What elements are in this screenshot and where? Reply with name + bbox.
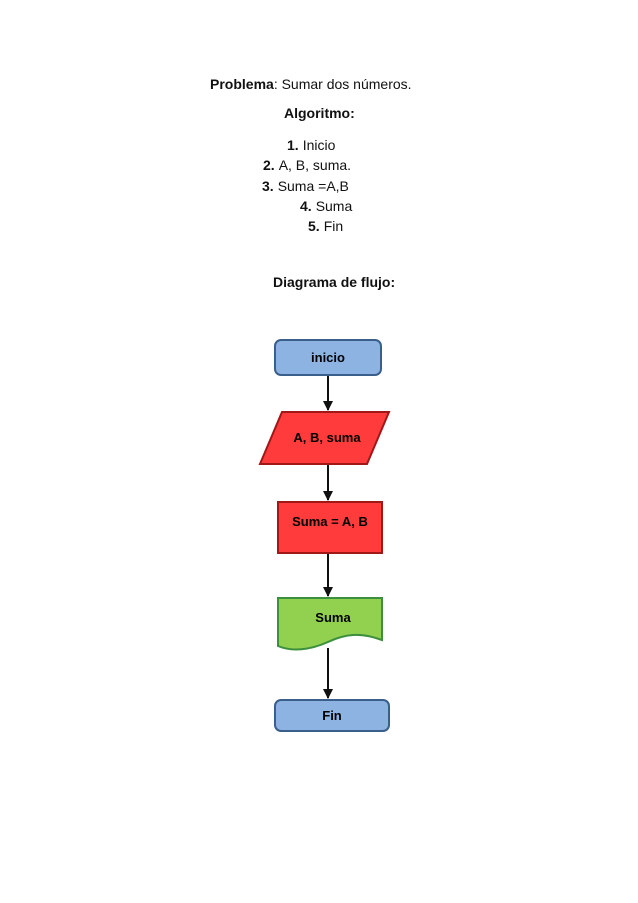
step-text: Suma bbox=[315, 198, 353, 214]
node-input-label: A, B, suma bbox=[293, 430, 361, 445]
node-process-shape bbox=[277, 501, 383, 554]
step-number: 2. bbox=[263, 157, 275, 173]
algorithm-step: 2.A, B, suma. bbox=[263, 157, 351, 173]
problem-text: : Sumar dos números. bbox=[273, 76, 412, 92]
node-start-label: inicio bbox=[311, 350, 345, 365]
flow-node-start: inicio bbox=[274, 339, 382, 376]
flowchart-heading: Diagrama de flujo: bbox=[273, 274, 396, 290]
step-number: 1. bbox=[287, 137, 299, 153]
algorithm-step: 3.Suma =A,B bbox=[262, 178, 349, 194]
problem-statement: Problema: Sumar dos números. bbox=[210, 76, 412, 92]
node-output-label: Suma bbox=[315, 610, 351, 625]
algorithm-step: 4.Suma bbox=[300, 198, 352, 214]
flow-node-end: Fin bbox=[274, 699, 390, 732]
problem-label: Problema bbox=[210, 76, 274, 92]
flow-node-input: A, B, suma bbox=[258, 411, 391, 465]
algorithm-step: 5.Fin bbox=[308, 218, 343, 234]
flow-node-output: Suma bbox=[277, 597, 383, 651]
step-text: Suma =A,B bbox=[277, 178, 349, 194]
node-process-label: Suma = A, B bbox=[292, 514, 368, 529]
step-text: Inicio bbox=[302, 137, 336, 153]
node-end-shape bbox=[274, 699, 390, 732]
step-text: A, B, suma. bbox=[278, 157, 352, 173]
step-number: 4. bbox=[300, 198, 312, 214]
algorithm-step: 1.Inicio bbox=[287, 137, 335, 153]
node-input-shape bbox=[258, 411, 391, 465]
flow-node-process: Suma = A, B bbox=[277, 501, 383, 554]
step-number: 5. bbox=[308, 218, 320, 234]
node-output-shape bbox=[277, 597, 383, 651]
node-start-shape bbox=[274, 339, 382, 376]
node-end-label: Fin bbox=[322, 708, 342, 723]
algorithm-heading: Algoritmo: bbox=[284, 105, 355, 121]
step-text: Fin bbox=[323, 218, 344, 234]
step-number: 3. bbox=[262, 178, 274, 194]
